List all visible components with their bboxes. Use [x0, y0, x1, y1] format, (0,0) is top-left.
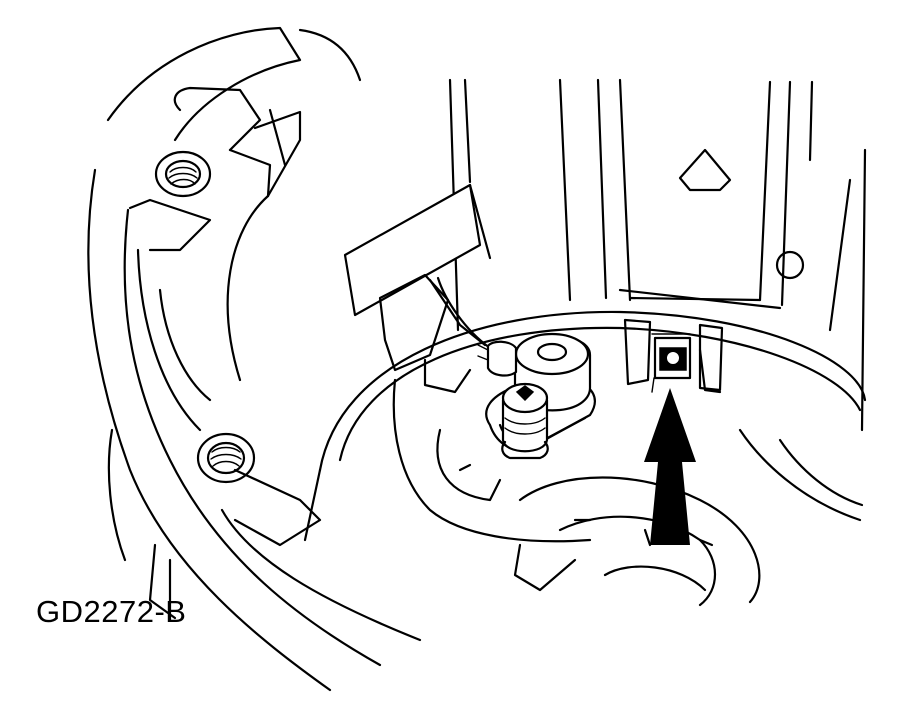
sensor-clip	[623, 318, 724, 393]
sensor-shield	[343, 183, 492, 372]
arrow-up-icon	[644, 388, 696, 545]
bolt-hole-lower	[196, 432, 256, 484]
screw-head-icon	[501, 382, 549, 460]
bolt-hole-upper	[154, 150, 212, 198]
figure-id-label: GD2272-B	[36, 594, 187, 629]
housing-flange	[87, 26, 422, 692]
pump-body	[303, 310, 867, 607]
